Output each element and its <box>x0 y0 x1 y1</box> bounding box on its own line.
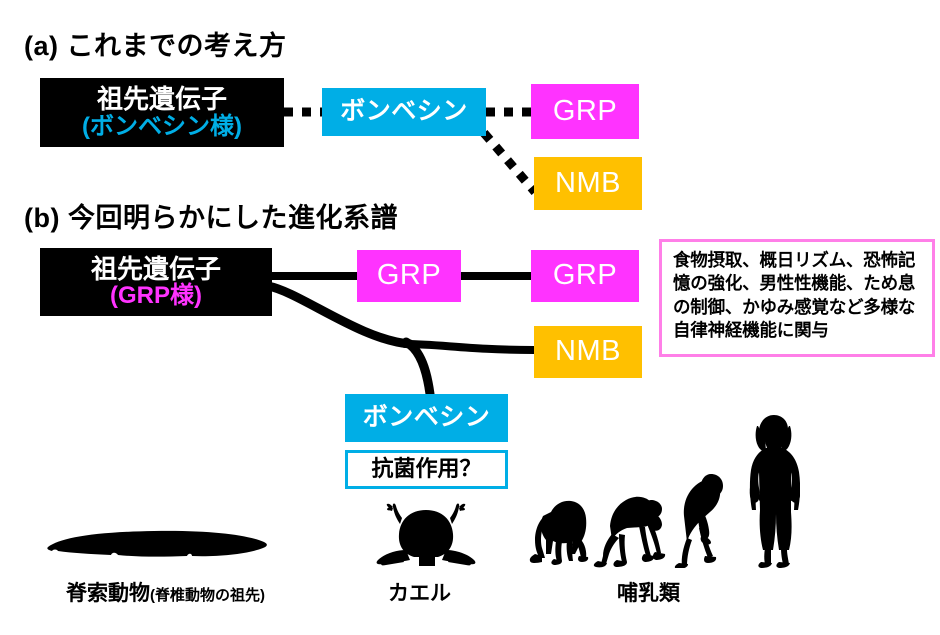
species-caption-chordate: 脊索動物(脊椎動物の祖先) <box>66 577 265 607</box>
panel-b-grp-right-box: GRP <box>531 250 639 302</box>
panel-a-bombesin-box: ボンベシン <box>322 88 486 136</box>
link-ancestor-branch <box>263 281 415 349</box>
species-caption-mammal-main: 哺乳類 <box>617 582 680 605</box>
link-branch-nmb <box>401 340 538 354</box>
panel-a-ancestor-line1: 祖先遺伝子 <box>96 84 227 114</box>
panel-b-bombesin-function-box: 抗菌作用？ <box>345 450 508 489</box>
panel-a-heading: (a) これまでの考え方 <box>24 31 287 61</box>
panel-a-nmb-label: NMB <box>555 166 621 199</box>
link-branch-bombesin <box>401 337 435 399</box>
human-evolution-silhouette <box>529 415 800 568</box>
panel-b-ancestor-line2: (GRP様) <box>110 282 202 310</box>
panel-b-grp-mid-box: GRP <box>357 250 461 302</box>
panel-b-ancestor-line1: 祖先遺伝子 <box>90 253 221 284</box>
panel-a-nmb-box: NMB <box>534 157 642 210</box>
panel-b-nmb-label: NMB <box>555 335 621 368</box>
panel-a-grp-label: GRP <box>552 94 618 127</box>
hominid <box>674 474 723 568</box>
panel-a-ancestor-line2: (ボンベシン様) <box>82 112 242 140</box>
species-caption-chordate-sub: (脊椎動物の祖先) <box>150 587 265 604</box>
panel-a-bombesin-label: ボンベシン <box>340 97 468 126</box>
panel-b-grp-mid-label: GRP <box>376 259 442 292</box>
grp-function-note-box: 食物摂取、概日リズム、恐怖記憶の強化、男性性機能、ため息の制御、かゆみ感覚など多… <box>659 239 935 357</box>
panel-b-grp-right-label: GRP <box>552 259 618 292</box>
panel-b-ancestor-gene-box: 祖先遺伝子 (GRP様) <box>40 248 272 316</box>
ape-1 <box>529 500 589 565</box>
dotted-link-bombesin-nmb <box>480 130 539 195</box>
human-woman <box>749 415 800 568</box>
panel-b-nmb-box: NMB <box>534 326 642 378</box>
species-caption-mammal: 哺乳類 <box>617 577 680 607</box>
panel-b-bombesin-box: ボンベシン <box>345 394 508 442</box>
species-caption-chordate-main: 脊索動物 <box>66 582 150 605</box>
ape-2 <box>593 496 666 568</box>
frog-silhouette <box>376 503 476 566</box>
panel-b-bombesin-label: ボンベシン <box>362 403 491 432</box>
panel-a-grp-box: GRP <box>531 84 639 139</box>
panel-a-ancestor-gene-box: 祖先遺伝子 (ボンベシン様) <box>40 78 284 147</box>
species-caption-frog: カエル <box>388 577 451 607</box>
panel-b-bombesin-function-label: 抗菌作用？ <box>371 456 482 482</box>
species-caption-frog-main: カエル <box>388 582 451 605</box>
panel-b-heading: (b) 今回明らかにした進化系譜 <box>24 203 398 233</box>
lancelet-silhouette <box>47 530 267 557</box>
